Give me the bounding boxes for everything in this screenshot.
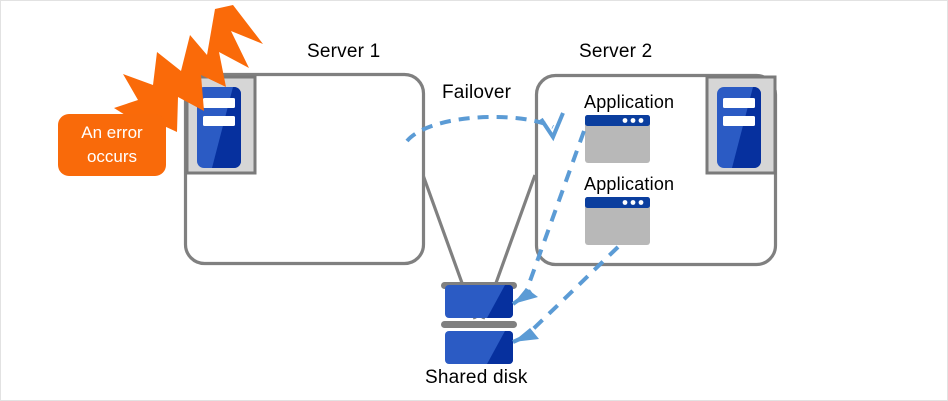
server1-label: Server 1: [307, 41, 381, 62]
error-callout: An error occurs: [58, 114, 166, 176]
server2-label: Server 2: [579, 41, 653, 62]
application-window-icon-2: [585, 197, 650, 245]
failover-arrow-icon: [405, 112, 565, 143]
failover-label: Failover: [442, 82, 512, 103]
application-label-2: Application: [584, 174, 675, 194]
error-callout-line2: occurs: [86, 147, 138, 166]
server2-server-icon: [705, 75, 777, 175]
app1-to-disk-arrow-icon: [511, 130, 586, 306]
shared-disk-icon: [441, 285, 517, 364]
shared-disk-label: Shared disk: [425, 367, 528, 388]
application-label-1: Application: [584, 92, 675, 112]
app2-to-disk-arrow-icon: [512, 245, 620, 344]
application-window-icon-1: [585, 115, 650, 163]
error-callout-line1: An error: [81, 123, 143, 142]
